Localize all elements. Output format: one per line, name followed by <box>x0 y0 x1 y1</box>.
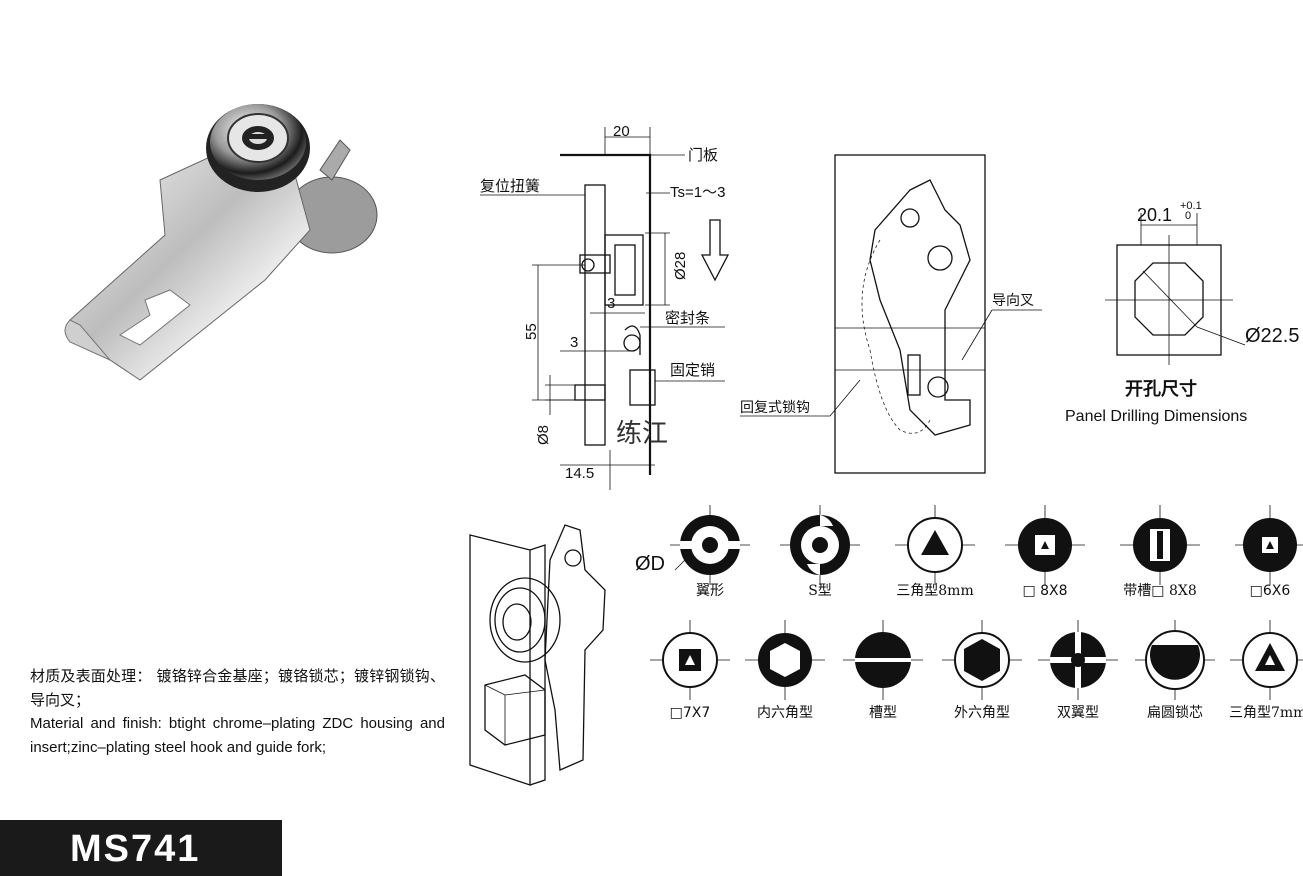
key-label-slot: 槽型 <box>869 705 897 721</box>
key-label-triangle-7: 三角型7mm <box>1229 705 1303 721</box>
key-label-outer-hex: 外六角型 <box>954 705 1010 721</box>
key-label-square-8: □ 8X8 <box>1022 583 1067 599</box>
key-wing: 翼形 <box>670 505 750 599</box>
material-en: Material and finish: btight chrome–plati… <box>30 715 445 756</box>
model-number: MS741 <box>70 828 201 870</box>
drill-title-cn: 开孔尺寸 <box>1125 378 1197 400</box>
dim-gap-3a: 3 <box>607 295 615 312</box>
product-photo <box>64 104 378 381</box>
key-slotted-square-8: 带槽□ 8X8 <box>1120 505 1200 599</box>
key-label-square-6: □6X6 <box>1250 583 1291 599</box>
key-label-wing: 翼形 <box>696 583 724 599</box>
dim-height-55: 55 <box>523 323 540 340</box>
key-label-triangle-8: 三角型8mm <box>896 583 973 599</box>
key-inner-hex: 内六角型 <box>745 620 825 721</box>
key-flat-round: 扁圆锁芯 <box>1135 620 1215 721</box>
front-view-drawing: 导向叉 回复式锁钩 <box>740 154 1042 474</box>
key-double-wing: 双翼型 <box>1038 620 1118 721</box>
drill-tol-upper: +0.1 <box>1180 200 1202 212</box>
label-seal-strip: 密封条 <box>665 309 710 327</box>
drill-dim-width: 20.1 <box>1137 205 1172 225</box>
label-door-panel: 门板 <box>688 146 718 164</box>
key-label-flat-round: 扁圆锁芯 <box>1147 705 1203 721</box>
key-s-type: S型 <box>780 505 860 599</box>
drill-dim-diameter: Ø22.5 <box>1245 325 1299 347</box>
material-cn: 材质及表面处理： 镀铬锌合金基座；镀铬锁芯；镀锌钢锁钩、导向叉； <box>30 667 445 709</box>
dim-thickness: Ts=1～3 <box>670 184 725 201</box>
dim-gap-3b: 3 <box>570 334 578 351</box>
od-label: ØD <box>635 553 665 575</box>
dim-14-5: 14.5 <box>565 465 594 482</box>
key-square-6: □6X6 <box>1235 505 1303 599</box>
dim-diameter-8: Ø8 <box>535 425 552 445</box>
key-slot: 槽型 <box>843 620 923 721</box>
key-outer-hex: 外六角型 <box>942 620 1022 721</box>
key-square-7: □7X7 <box>650 620 730 721</box>
label-guide-fork: 导向叉 <box>992 293 1034 309</box>
key-label-slotted-square-8: 带槽□ 8X8 <box>1123 583 1196 599</box>
key-triangle-8: 三角型8mm <box>895 505 975 599</box>
side-view-drawing: 20 门板 Ts=1～3 复位扭簧 Ø28 3 密封条 55 3 固定销 Ø8 … <box>480 123 730 490</box>
drill-title-en: Panel Drilling Dimensions <box>1065 408 1247 425</box>
dim-width-20: 20 <box>613 123 630 140</box>
key-label-s-type: S型 <box>808 583 832 599</box>
key-square-8: □ 8X8 <box>1005 505 1085 599</box>
key-triangle-7: 三角型7mm <box>1229 620 1303 721</box>
watermark: 练江 <box>616 419 668 449</box>
label-reset-spring: 复位扭簧 <box>480 177 540 195</box>
key-label-inner-hex: 内六角型 <box>757 705 813 721</box>
dim-diameter-28: Ø28 <box>672 252 689 280</box>
assembly-drawing <box>469 524 606 786</box>
model-badge <box>0 820 282 876</box>
key-label-square-7: □7X7 <box>670 705 711 721</box>
label-return-hook: 回复式锁钩 <box>740 399 810 416</box>
label-fixing-pin: 固定销 <box>670 361 715 379</box>
drill-tol-lower: 0 <box>1185 210 1191 222</box>
drilling-diagram: 20.1 +0.1 0 Ø22.5 开孔尺寸 Panel Drilling Di… <box>1065 200 1299 425</box>
key-label-double-wing: 双翼型 <box>1057 705 1099 721</box>
